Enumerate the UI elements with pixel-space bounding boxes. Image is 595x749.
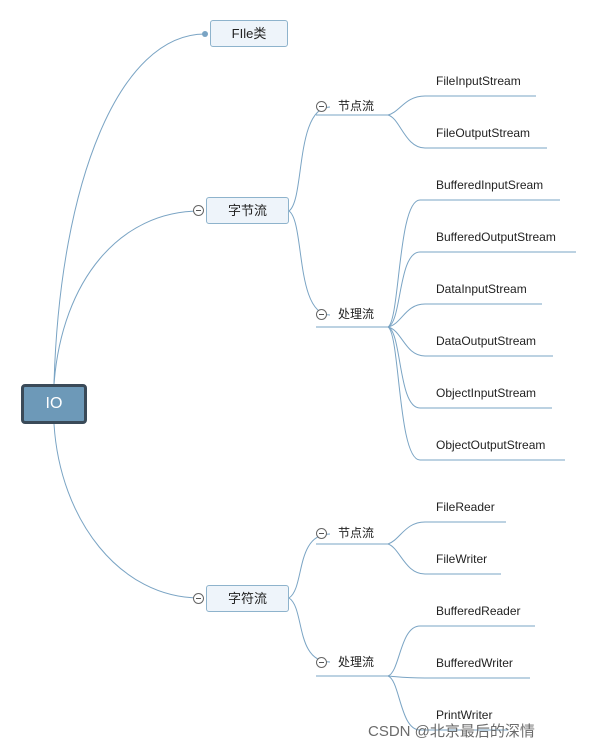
node-char-stream-label: 字符流 (227, 591, 267, 606)
leaf-label: FileReader (436, 500, 495, 514)
leaf-data-output-stream[interactable]: DataOutputStream (436, 333, 536, 349)
link-root-byte (53, 210, 201, 385)
csdn-watermark: CSDN @北京最后的深情 (368, 723, 535, 740)
leaf-print-writer[interactable]: PrintWriter (436, 707, 492, 723)
link-byte-proc (288, 210, 331, 316)
node-byte-stream-label: 字节流 (227, 203, 267, 218)
node-file-class[interactable]: FIle类 (210, 20, 288, 47)
file-connector-dot (202, 31, 208, 37)
collapse-byte-node-stream-icon[interactable] (316, 101, 327, 112)
root-node-io[interactable]: IO (21, 384, 87, 424)
leaf-file-output-stream[interactable]: FileOutputStream (436, 125, 530, 141)
leaf-label: DataInputStream (436, 282, 527, 296)
link-char-proc (288, 597, 331, 663)
link-byte-proc-4 (387, 326, 421, 409)
node-byte-node-stream[interactable]: 节点流 (338, 98, 374, 114)
leaf-buffered-writer[interactable]: BufferedWriter (436, 655, 513, 671)
root-node-label: IO (45, 395, 63, 412)
leaf-label: FileWriter (436, 552, 488, 566)
link-byte-node-1 (387, 114, 426, 149)
collapse-byte-stream-icon[interactable] (193, 205, 204, 216)
node-char-node-stream-label: 节点流 (338, 526, 375, 540)
leaf-label: PrintWriter (436, 708, 493, 722)
leaf-label: BufferedWriter (436, 656, 513, 670)
leaf-label: DataOutputStream (436, 334, 537, 348)
leaf-object-output-stream[interactable]: ObjectOutputStream (436, 437, 545, 453)
link-byte-proc-1 (387, 251, 421, 328)
leaf-file-reader[interactable]: FileReader (436, 499, 495, 515)
link-char-proc-1 (387, 675, 426, 679)
link-char-proc-0 (387, 625, 421, 677)
link-byte-node-0 (387, 95, 426, 116)
link-root-char (53, 423, 201, 599)
link-byte-node (288, 106, 331, 212)
leaf-file-input-stream[interactable]: FileInputStream (436, 73, 521, 89)
collapse-char-node-stream-icon[interactable] (316, 528, 327, 539)
node-byte-processing-stream-label: 处理流 (338, 307, 375, 321)
node-char-processing-stream-label: 处理流 (338, 655, 375, 669)
node-char-stream[interactable]: 字符流 (206, 585, 289, 612)
link-byte-proc-3 (387, 326, 426, 357)
link-byte-proc-2 (387, 303, 426, 328)
leaf-label: FileInputStream (436, 74, 521, 88)
collapse-byte-processing-stream-icon[interactable] (316, 309, 327, 320)
link-char-node-0 (387, 521, 426, 545)
leaf-label: ObjectInputStream (436, 386, 537, 400)
link-byte-proc-0 (387, 199, 421, 328)
leaf-data-input-stream[interactable]: DataInputStream (436, 281, 527, 297)
node-byte-stream[interactable]: 字节流 (206, 197, 289, 224)
leaf-label: BufferedInputSream (436, 178, 544, 192)
leaf-buffered-output-stream[interactable]: BufferedOutputStream (436, 229, 556, 245)
node-byte-node-stream-label: 节点流 (338, 99, 375, 113)
leaf-label: FileOutputStream (436, 126, 531, 140)
node-char-node-stream[interactable]: 节点流 (338, 525, 374, 541)
collapse-char-stream-icon[interactable] (193, 593, 204, 604)
node-file-class-label: FIle类 (231, 26, 267, 41)
leaf-label: BufferedOutputStream (436, 230, 556, 244)
node-byte-processing-stream[interactable]: 处理流 (338, 306, 374, 322)
link-root-file (53, 33, 206, 385)
link-byte-proc-5 (387, 326, 421, 461)
collapse-char-processing-stream-icon[interactable] (316, 657, 327, 668)
link-char-proc-2 (387, 675, 421, 731)
node-char-processing-stream[interactable]: 处理流 (338, 654, 374, 670)
link-char-node-1 (387, 543, 426, 575)
leaf-buffered-reader[interactable]: BufferedReader (436, 603, 521, 619)
leaf-file-writer[interactable]: FileWriter (436, 551, 487, 567)
leaf-object-input-stream[interactable]: ObjectInputStream (436, 385, 536, 401)
leaf-label: BufferedReader (436, 604, 521, 618)
leaf-label: ObjectOutputStream (436, 438, 546, 452)
leaf-buffered-input-stream[interactable]: BufferedInputSream (436, 177, 543, 193)
